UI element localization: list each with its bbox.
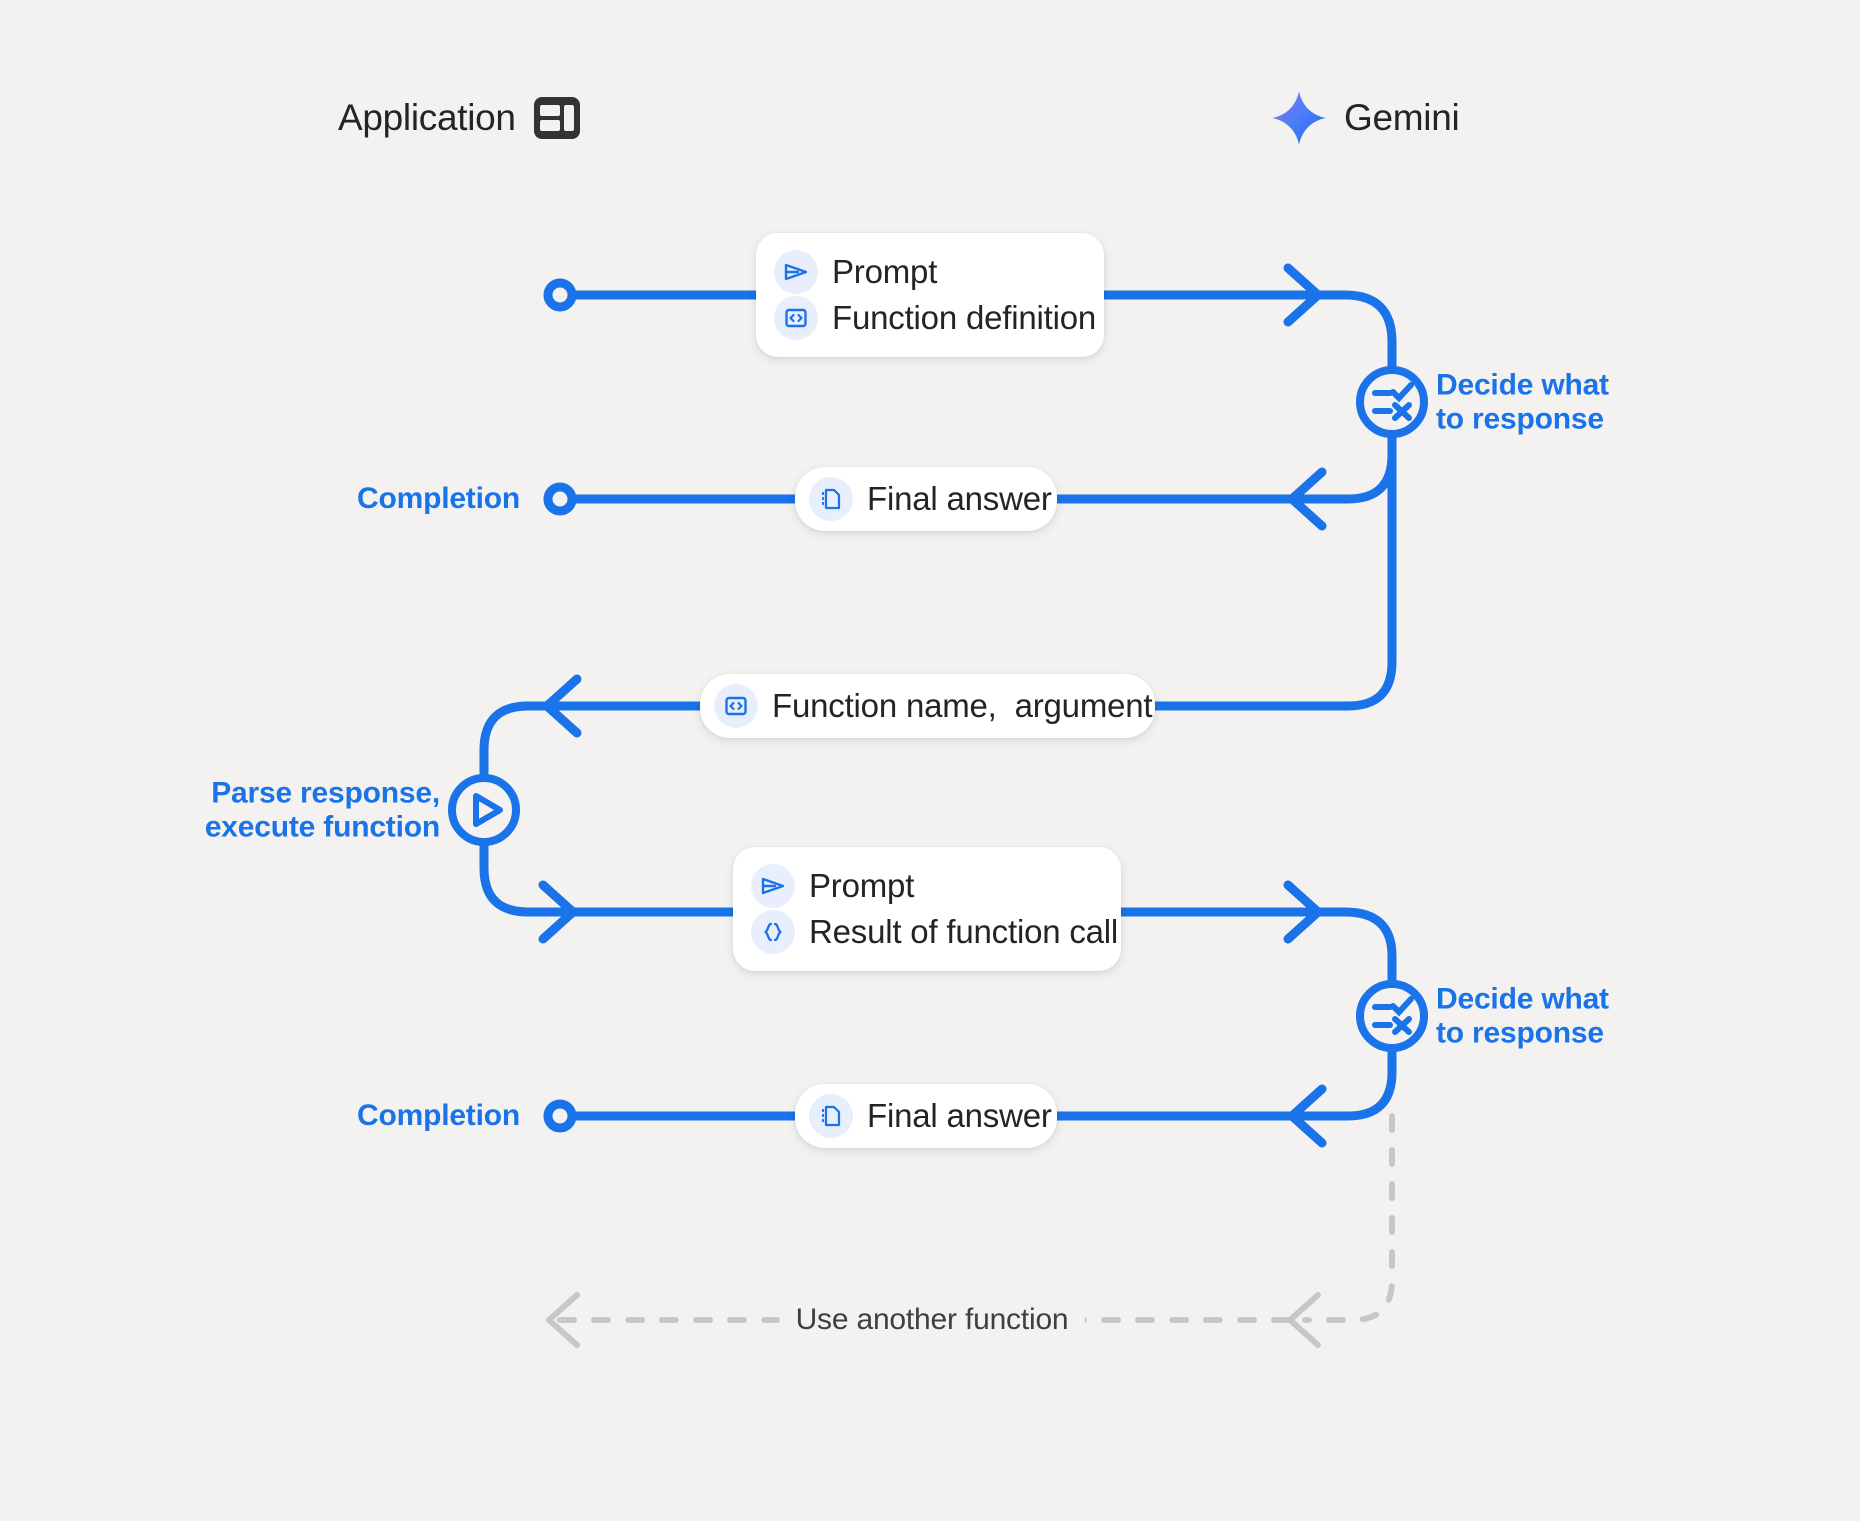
parse-execute-node	[448, 774, 520, 846]
arrowhead-loop-mid	[1287, 1292, 1321, 1348]
wire-result-to-gemini	[479, 835, 1397, 991]
arrowhead-result-out	[538, 880, 578, 944]
send-prompt-icon	[774, 250, 818, 294]
wire-final-answer-1	[555, 427, 1397, 504]
card-row: Function definition	[774, 295, 1096, 341]
curly-braces-icon	[751, 910, 795, 954]
document-icon	[809, 477, 853, 521]
message-card-final-answer-2[interactable]: Final answer	[795, 1084, 1057, 1148]
message-card-function-name-argument[interactable]: Function name, argument	[700, 674, 1155, 738]
node-completion-2	[543, 1099, 577, 1133]
annotation-completion-1: Completion	[357, 482, 520, 516]
node-completion-1	[543, 482, 577, 516]
lane-header-application: Application	[338, 97, 580, 139]
gemini-sparkle-icon	[1272, 91, 1326, 145]
annotation-decide-1: Decide what to response	[1436, 368, 1609, 435]
arrowhead-prompt-in	[1283, 263, 1323, 327]
arrowhead-result-in	[1283, 880, 1323, 944]
node-start-application	[543, 278, 577, 312]
decide-what-to-response-node-2	[1356, 980, 1428, 1052]
wire-prompt-to-gemini	[555, 290, 1397, 377]
code-brackets-icon	[714, 684, 758, 728]
lane-label-application: Application	[338, 97, 516, 138]
annotation-parse-execute: Parse response, execute function	[204, 776, 440, 843]
code-brackets-icon	[774, 296, 818, 340]
card-row: Result of function call	[751, 909, 1118, 955]
wire-decide1-down	[1300, 427, 1397, 711]
card-line-label: Prompt	[809, 867, 915, 904]
arrowhead-loop-left	[546, 1292, 580, 1348]
arrowhead-final-answer-1	[1287, 467, 1327, 531]
card-line-label: Final answer	[867, 480, 1052, 517]
message-card-prompt-function-definition[interactable]: Prompt Function definition	[756, 233, 1104, 357]
send-prompt-icon	[751, 864, 795, 908]
card-line-label: Prompt	[832, 253, 938, 290]
card-row: Final answer	[809, 477, 1052, 521]
lane-header-gemini: Gemini	[1272, 91, 1460, 145]
annotation-completion-2: Completion	[357, 1099, 520, 1133]
card-line-label: Function name, argument	[772, 687, 1153, 724]
lane-label-gemini: Gemini	[1344, 97, 1460, 138]
arrowhead-function-name	[542, 674, 582, 738]
message-card-final-answer-1[interactable]: Final answer	[795, 467, 1057, 531]
card-row: Function name, argument	[714, 684, 1153, 728]
card-line-label: Function definition	[832, 299, 1097, 336]
card-row: Prompt	[774, 249, 1076, 295]
document-icon	[809, 1094, 853, 1138]
card-line-label: Result of function call	[809, 913, 1119, 950]
loop-label-use-another-function: Use another function	[779, 1303, 1085, 1337]
loop-dashed-right-down	[1302, 1113, 1395, 1323]
card-row: Final answer	[809, 1094, 1052, 1138]
card-row: Prompt	[751, 863, 1093, 909]
wire-function-name-argument	[479, 701, 1310, 785]
annotation-decide-2: Decide what to response	[1436, 982, 1609, 1049]
arrowhead-final-answer-2	[1287, 1084, 1327, 1148]
wire-final-answer-2	[555, 1041, 1397, 1121]
application-layout-icon	[533, 97, 580, 139]
card-line-label: Final answer	[867, 1097, 1052, 1134]
decide-what-to-response-node-1	[1356, 366, 1428, 438]
message-card-prompt-result-of-function-call[interactable]: Prompt Result of function call	[733, 847, 1121, 971]
